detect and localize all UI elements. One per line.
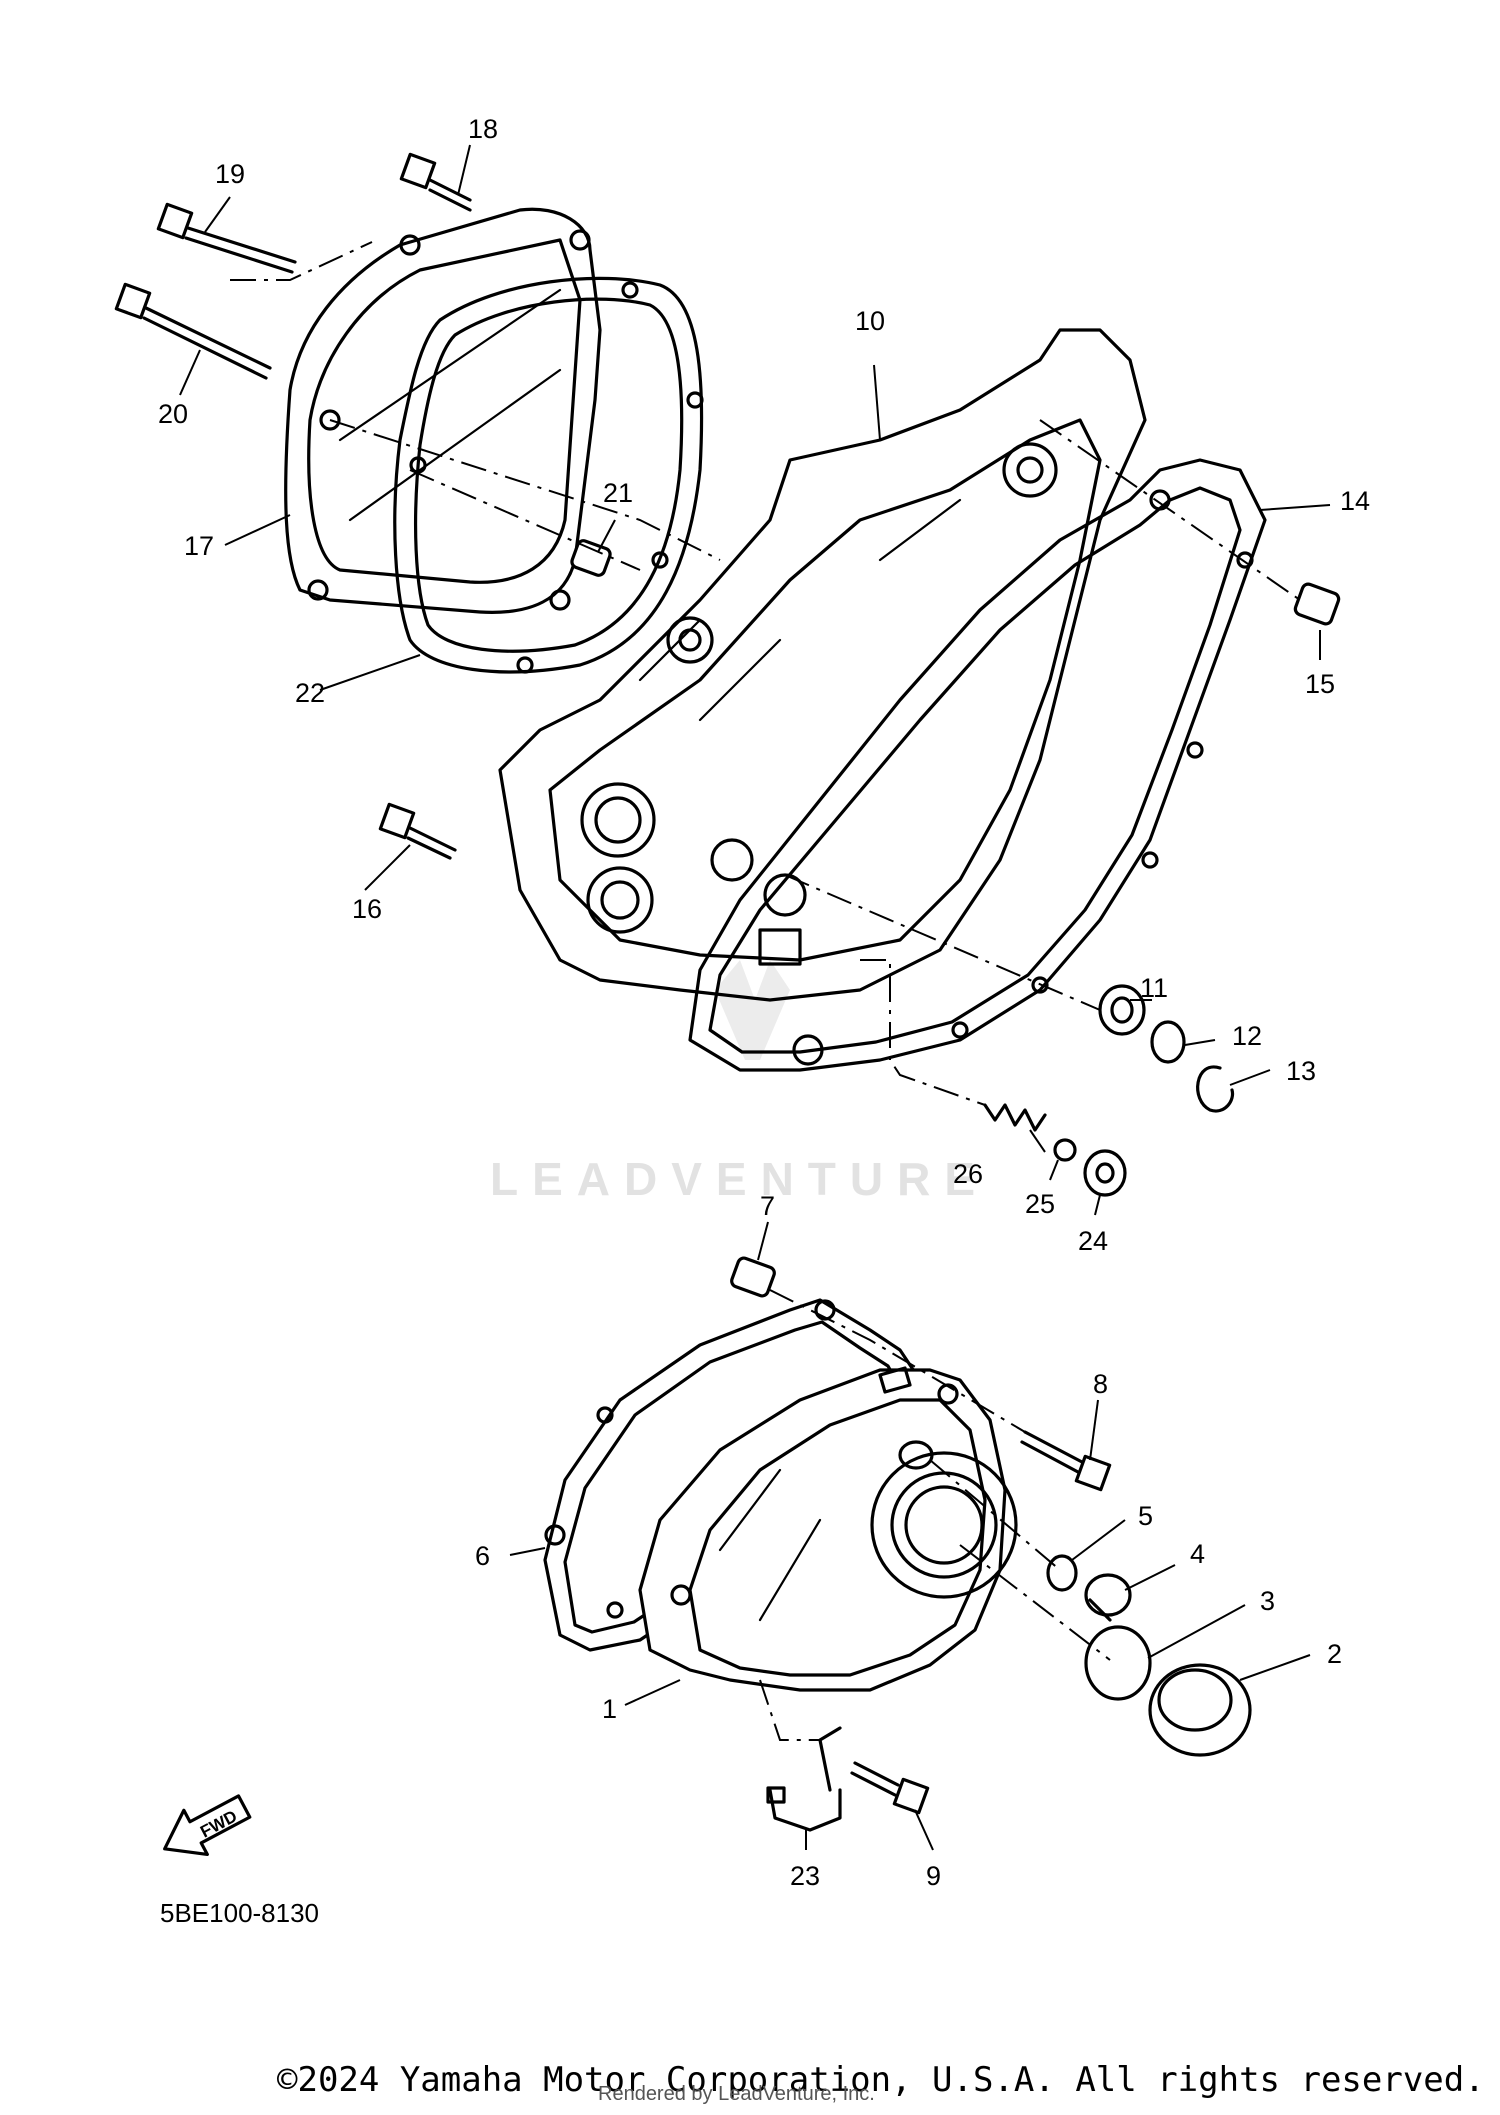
callout-21: 21 bbox=[603, 478, 633, 508]
part-26-spring[interactable] bbox=[983, 1103, 1047, 1132]
part-7-dowel[interactable] bbox=[730, 1256, 776, 1298]
part-22-gasket[interactable] bbox=[393, 276, 704, 674]
callout-13: 13 bbox=[1286, 1056, 1316, 1086]
leader-lines bbox=[179, 144, 1331, 1851]
part-13-circlip[interactable] bbox=[1196, 1065, 1235, 1113]
callout-18: 18 bbox=[468, 114, 498, 144]
alignment-lines bbox=[230, 241, 1301, 1741]
part-21-dowel[interactable] bbox=[570, 539, 612, 577]
part-4-plug[interactable] bbox=[1084, 1573, 1132, 1622]
copyright-notice: ©2024 Yamaha Motor Corporation, U.S.A. A… bbox=[277, 2060, 1485, 2100]
bolt-9[interactable] bbox=[850, 1761, 930, 1815]
bolt-16[interactable] bbox=[378, 802, 457, 860]
callout-19: 19 bbox=[215, 159, 245, 189]
callout-2: 2 bbox=[1327, 1639, 1342, 1669]
bolt-19[interactable] bbox=[156, 202, 297, 274]
callout-9: 9 bbox=[926, 1861, 941, 1891]
fwd-arrow-icon: FWD bbox=[163, 1794, 252, 1857]
callout-8: 8 bbox=[1093, 1369, 1108, 1399]
callout-15: 15 bbox=[1305, 669, 1335, 699]
part-25-ball[interactable] bbox=[1053, 1138, 1077, 1162]
callout-20: 20 bbox=[158, 399, 188, 429]
callout-3: 3 bbox=[1260, 1586, 1275, 1616]
callout-10: 10 bbox=[855, 306, 885, 336]
callout-11: 11 bbox=[1140, 973, 1168, 1003]
callout-24: 24 bbox=[1078, 1226, 1108, 1256]
callout-14: 14 bbox=[1340, 486, 1370, 516]
part-3-o-ring[interactable] bbox=[1084, 1625, 1152, 1701]
part-24-collar[interactable] bbox=[1083, 1149, 1127, 1197]
part-14-gasket[interactable] bbox=[688, 458, 1267, 1072]
bolt-18[interactable] bbox=[399, 152, 472, 212]
part-15-dowel[interactable] bbox=[1293, 582, 1341, 626]
diagram-code: 5BE100-8130 bbox=[160, 1898, 320, 1928]
callout-23: 23 bbox=[790, 1861, 820, 1891]
part-2-cap[interactable] bbox=[1148, 1663, 1252, 1757]
callout-7: 7 bbox=[760, 1191, 775, 1221]
part-17-clutch-cover[interactable] bbox=[284, 207, 602, 614]
callout-25: 25 bbox=[1025, 1189, 1055, 1219]
watermark-text: LEADVENTURE bbox=[490, 1153, 989, 1205]
callout-16: 16 bbox=[352, 894, 382, 924]
bolt-8[interactable] bbox=[1020, 1430, 1112, 1492]
part-11-oil-seal[interactable] bbox=[1098, 984, 1146, 1036]
callout-labels: 18 19 20 17 22 21 10 14 15 16 11 12 13 2… bbox=[158, 114, 1370, 1891]
callout-22: 22 bbox=[295, 678, 325, 708]
bolt-20[interactable] bbox=[114, 282, 272, 380]
callout-4: 4 bbox=[1190, 1539, 1205, 1569]
part-10-crankcase[interactable] bbox=[498, 328, 1147, 1002]
leadventure-watermark: LEADVENTURE bbox=[490, 960, 989, 1205]
part-12-washer[interactable] bbox=[1150, 1020, 1186, 1064]
callout-1: 1 bbox=[602, 1694, 617, 1724]
part-5-o-ring[interactable] bbox=[1046, 1554, 1078, 1592]
part-23-clamp[interactable] bbox=[766, 1726, 842, 1832]
callout-5: 5 bbox=[1138, 1501, 1153, 1531]
callout-26: 26 bbox=[953, 1159, 983, 1189]
part-1-crankcase-cover[interactable] bbox=[638, 1366, 1018, 1692]
callout-6: 6 bbox=[475, 1541, 490, 1571]
callout-17: 17 bbox=[184, 531, 214, 561]
callout-12: 12 bbox=[1232, 1021, 1262, 1051]
rendered-by-notice: Rendered by LeadVenture, Inc. bbox=[598, 2083, 875, 2105]
